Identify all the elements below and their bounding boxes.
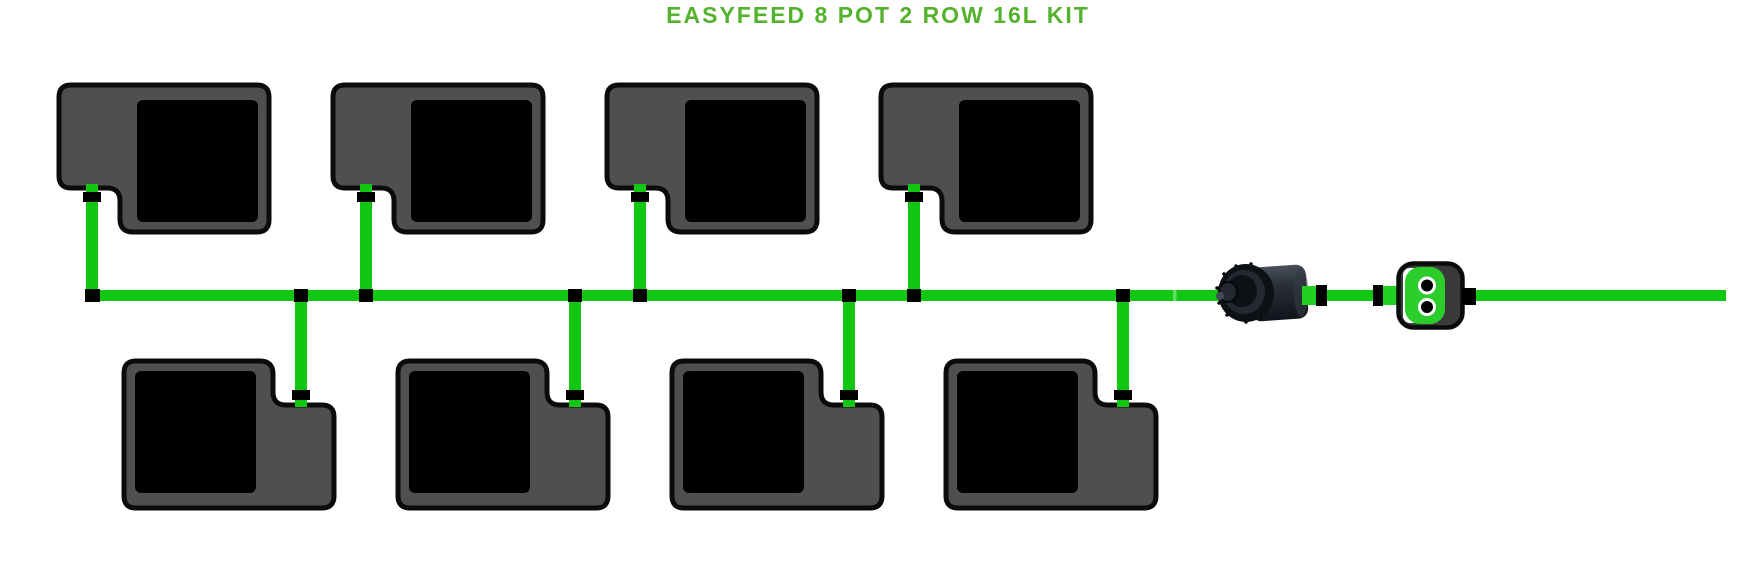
tee-connector	[294, 289, 308, 302]
valve-port	[1418, 298, 1436, 316]
tube-seam	[1173, 290, 1177, 301]
valve-port	[1418, 276, 1436, 295]
feed-tube-top-2	[360, 184, 372, 296]
pot-inlet-connector	[905, 192, 923, 202]
pump-outlet-stub	[1302, 286, 1320, 305]
compression-fitting	[1316, 285, 1327, 306]
compression-fitting	[1373, 285, 1383, 306]
valve-outlet-connector	[1462, 288, 1476, 305]
feed-tube-top-3	[634, 184, 646, 296]
feed-tube-bottom-3	[843, 296, 855, 407]
tee-connector	[568, 289, 582, 302]
feed-tube-bottom-1	[295, 296, 307, 407]
tee-connector	[1116, 289, 1130, 302]
feed-tube-top-1	[86, 184, 98, 296]
pot-inlet-connector	[357, 192, 375, 202]
pot-inlet-connector	[1114, 390, 1132, 400]
pot-inlet-connector	[631, 192, 649, 202]
page-title: EASYFEED 8 POT 2 ROW 16L KIT	[666, 2, 1090, 28]
tee-connector	[633, 289, 647, 302]
pot-inlet-connector	[840, 390, 858, 400]
tee-connector	[842, 289, 856, 302]
pot-inlet-connector	[83, 192, 101, 202]
dual-outlet-valve-icon	[1396, 261, 1476, 330]
feed-tube-bottom-4	[1117, 296, 1129, 407]
valve-inlet-stub	[1383, 286, 1400, 305]
elbow-connector	[85, 289, 100, 302]
feed-tube-bottom-2	[569, 296, 581, 407]
inline-pump-icon	[1215, 262, 1309, 324]
tee-connector	[907, 289, 921, 302]
tee-connector	[359, 289, 373, 302]
feed-tube-top-4	[908, 184, 920, 296]
pot-inlet-connector	[566, 390, 584, 400]
pot-inlet-connector	[292, 390, 310, 400]
